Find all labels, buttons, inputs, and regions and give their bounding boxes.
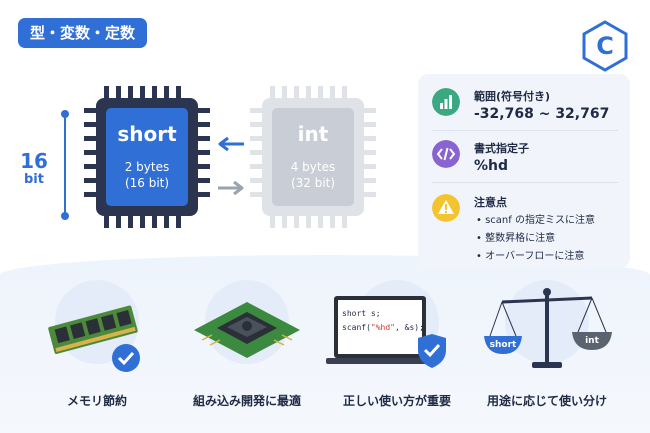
divider (432, 182, 618, 183)
bottom-caption: メモリ節約 (66, 394, 127, 408)
bit-unit: bit (24, 172, 44, 187)
info-panel: 範囲(符号付き) -32,768 ~ 32,767 書式指定子 %hd 注意点 … (418, 74, 630, 268)
notes-title: 注意点 (474, 196, 507, 209)
warning-icon (432, 194, 460, 222)
c-language-logo-icon: C (582, 20, 628, 72)
arrow-right-icon (218, 180, 244, 196)
notes-list: scanf の指定ミスに注意 整数昇格に注意 オーバーフローに注意 (476, 212, 595, 266)
range-value: -32,768 ~ 32,767 (474, 106, 610, 122)
code-brackets-icon (432, 140, 460, 168)
microchip-icon (194, 302, 300, 358)
topic-badge: 型・変数・定数 (18, 18, 148, 48)
format-value: %hd (474, 158, 509, 174)
scale-left-label: short (490, 340, 517, 350)
code-line-1: short s; (342, 309, 381, 318)
memory-module-icon (48, 305, 140, 372)
bottom-caption: 用途に応じて使い分け (486, 394, 607, 408)
short-bytes: 2 bytes (124, 160, 170, 174)
logo-letter: C (596, 32, 614, 60)
scale-right-label: int (585, 336, 599, 346)
code-line-2-format: "%hd" (371, 323, 395, 332)
code-line-2-post: , &s); (395, 323, 424, 332)
int-bits: (32 bit) (290, 176, 336, 190)
svg-text:scanf("%hd", &s);: scanf("%hd", &s); (342, 323, 424, 332)
short-chip-body: short 2 bytes (16 bit) (96, 98, 198, 216)
short-chip: short 2 bytes (16 bit) (82, 84, 212, 230)
range-title: 範囲(符号付き) (474, 90, 551, 103)
short-bits: (16 bit) (124, 176, 170, 190)
divider (432, 130, 618, 131)
int-chip-pins (250, 86, 376, 228)
note-item: オーバーフローに注意 (476, 248, 595, 266)
note-item: 整数昇格に注意 (476, 230, 595, 248)
note-item: scanf の指定ミスに注意 (476, 212, 595, 230)
int-type-name: int (297, 122, 329, 146)
int-chip: int 4 bytes (32 bit) (248, 84, 378, 230)
balance-scale-icon: short int (484, 288, 612, 368)
short-type-name: short (117, 122, 177, 146)
bit-number: 16 (20, 149, 48, 173)
bottom-caption: 正しい使い方が重要 (342, 394, 451, 408)
bar-chart-icon (432, 88, 460, 116)
arrow-left-icon (218, 136, 244, 152)
bit-width-indicator (61, 110, 69, 220)
bottom-caption: 組み込み開発に最適 (192, 394, 301, 408)
int-chip-body: int 4 bytes (32 bit) (262, 98, 364, 216)
short-chip-pins (84, 86, 210, 228)
int-bytes: 4 bytes (290, 160, 336, 174)
bit-label: 16 bit (14, 150, 54, 187)
int-chip-face: int 4 bytes (32 bit) (272, 108, 354, 206)
short-chip-face: short 2 bytes (16 bit) (106, 108, 188, 206)
format-title: 書式指定子 (474, 142, 529, 155)
laptop-code-icon: short s; scanf("%hd", &s); (326, 296, 446, 368)
code-line-2-pre: scanf( (342, 323, 371, 332)
